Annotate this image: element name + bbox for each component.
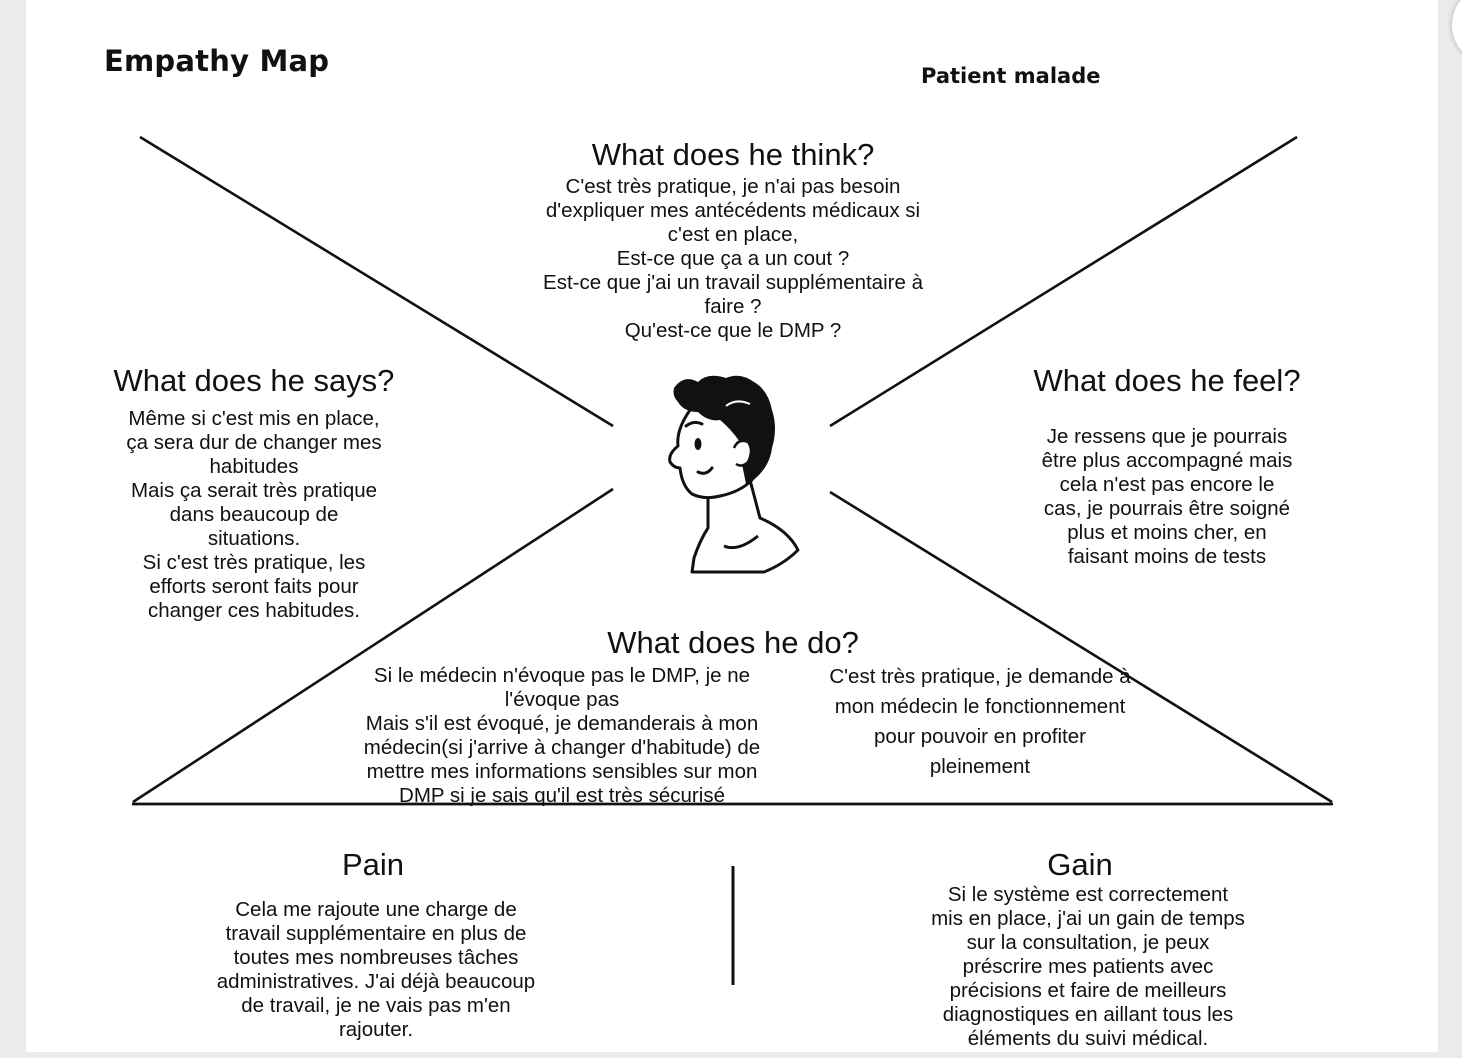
text-line: Je ressens que je pourrais (1046, 425, 1288, 448)
text-line: plus et moins cher, en (1067, 521, 1267, 544)
think-heading: What does he think? (591, 137, 875, 172)
text-line: Si le médecin n'évoque pas le DMP, je ne (373, 664, 751, 687)
text-line: efforts seront faits pour (149, 575, 359, 598)
feel-heading: What does he feel? (1033, 363, 1301, 398)
text-line: pour pouvoir en profiter (874, 725, 1086, 748)
gain-text: Si le système est correctement mis en pl… (893, 883, 1283, 1051)
text-line: cas, je pourrais être soigné (1043, 497, 1291, 520)
text-line: mettre mes informations sensibles sur mo… (366, 760, 758, 783)
text-line: habitudes (209, 455, 299, 478)
text-line: toutes mes nombreuses tâches (233, 946, 519, 969)
page-title: Empathy Map (104, 44, 330, 78)
text-line: dans beaucoup de (169, 503, 339, 526)
text-line: d'expliquer mes antécédents médicaux si (545, 199, 921, 222)
text-line: l'évoque pas (504, 688, 620, 711)
text-line: de travail, je ne vais pas m'en (241, 994, 511, 1017)
scroll-button[interactable] (1452, 0, 1462, 60)
do-text-right: C'est très pratique, je demande à mon mé… (790, 662, 1170, 782)
says-text: Même si c'est mis en place, ça sera dur … (84, 407, 424, 623)
text-line: Qu'est-ce que le DMP ? (624, 319, 842, 342)
text-line: Même si c'est mis en place, (128, 407, 380, 430)
text-line: Est-ce que ça a un cout ? (616, 247, 850, 270)
text-line: Cela me rajoute une charge de (235, 898, 517, 921)
text-line: ça sera dur de changer mes (126, 431, 382, 454)
persona-label: Patient malade (921, 64, 1101, 88)
text-line: mon médecin le fonctionnement (834, 695, 1126, 718)
text-line: C'est très pratique, je n'ai pas besoin (565, 175, 901, 198)
feel-text: Je ressens que je pourrais être plus acc… (1001, 425, 1333, 569)
text-line: c'est en place, (667, 223, 799, 246)
text-line: rajouter. (338, 1018, 414, 1041)
text-line: être plus accompagné mais (1041, 449, 1293, 472)
text-line: mis en place, j'ai un gain de temps (931, 907, 1245, 930)
gain-heading: Gain (1047, 847, 1113, 882)
text-line: C'est très pratique, je demande à (829, 665, 1131, 688)
text-line: changer ces habitudes. (148, 599, 360, 622)
text-line: médecin(si j'arrive à changer d'habitude… (363, 736, 761, 759)
text-line: Si c'est très pratique, les (142, 551, 366, 574)
text-line: cela n'est pas encore le (1059, 473, 1275, 496)
diagonal-top-right (829, 135, 1298, 428)
diagonal-bottom-right (829, 490, 1333, 804)
text-line: éléments du suivi médical. (967, 1027, 1209, 1050)
pain-text: Cela me rajoute une charge de travail su… (186, 898, 566, 1042)
do-heading: What does he do? (607, 625, 859, 660)
text-line: Mais ça serait très pratique (130, 479, 378, 502)
pain-heading: Pain (341, 847, 405, 882)
text-line: diagnostiques en aillant tous les (942, 1003, 1234, 1026)
text-line: précisions et faire de meilleurs (949, 979, 1227, 1002)
text-line: Est-ce que j'ai un travail supplémentair… (543, 271, 923, 294)
text-line: sur la consultation, je peux (966, 931, 1210, 954)
text-line: Mais s'il est évoqué, je demanderais à m… (365, 712, 759, 735)
person-head-icon (668, 375, 800, 574)
text-line: Si le système est correctement (947, 883, 1229, 906)
do-text-left: Si le médecin n'évoque pas le DMP, je ne… (332, 664, 792, 808)
think-text: C'est très pratique, je n'ai pas besoin … (483, 175, 983, 343)
diagonal-top-left (139, 135, 614, 428)
text-line: faisant moins de tests (1067, 545, 1267, 568)
text-line: pleinement (929, 755, 1031, 778)
text-line: administratives. J'ai déjà beaucoup (216, 970, 536, 993)
says-heading: What does he says? (113, 363, 395, 398)
text-line: préscrire mes patients avec (962, 955, 1214, 978)
text-line: faire ? (704, 295, 762, 318)
text-line: DMP si je sais qu'il est très sécurisé (399, 784, 725, 807)
text-line: travail supplémentaire en plus de (225, 922, 527, 945)
text-line: situations. (207, 527, 301, 550)
diagonal-bottom-left (132, 487, 614, 804)
